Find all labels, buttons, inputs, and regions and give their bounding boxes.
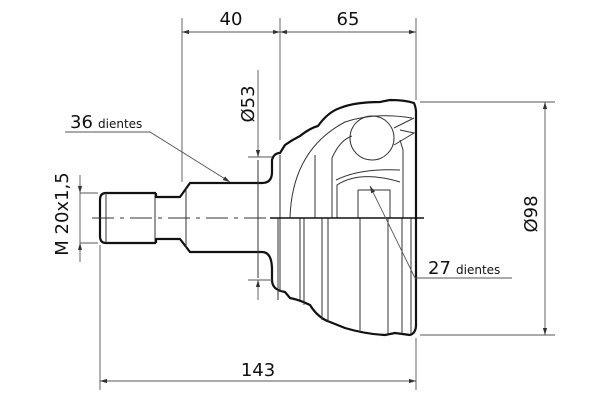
outer-splines-label: 36 dientes xyxy=(70,112,142,133)
inner-splines-label: 27 dientes xyxy=(428,258,500,279)
dim-flange-diameter: Ø53 xyxy=(238,85,259,122)
dim-thread: M 20x1,5 xyxy=(52,172,73,255)
neck xyxy=(154,181,232,254)
dim-total-length: 143 xyxy=(241,360,275,381)
part-outline xyxy=(98,98,424,337)
dim-outer-diameter: Ø98 xyxy=(521,195,542,232)
dim-shaft-length: 40 xyxy=(220,9,243,30)
dimension-lines xyxy=(65,18,555,390)
dim-joint-length: 65 xyxy=(337,9,360,30)
flange xyxy=(232,98,418,337)
